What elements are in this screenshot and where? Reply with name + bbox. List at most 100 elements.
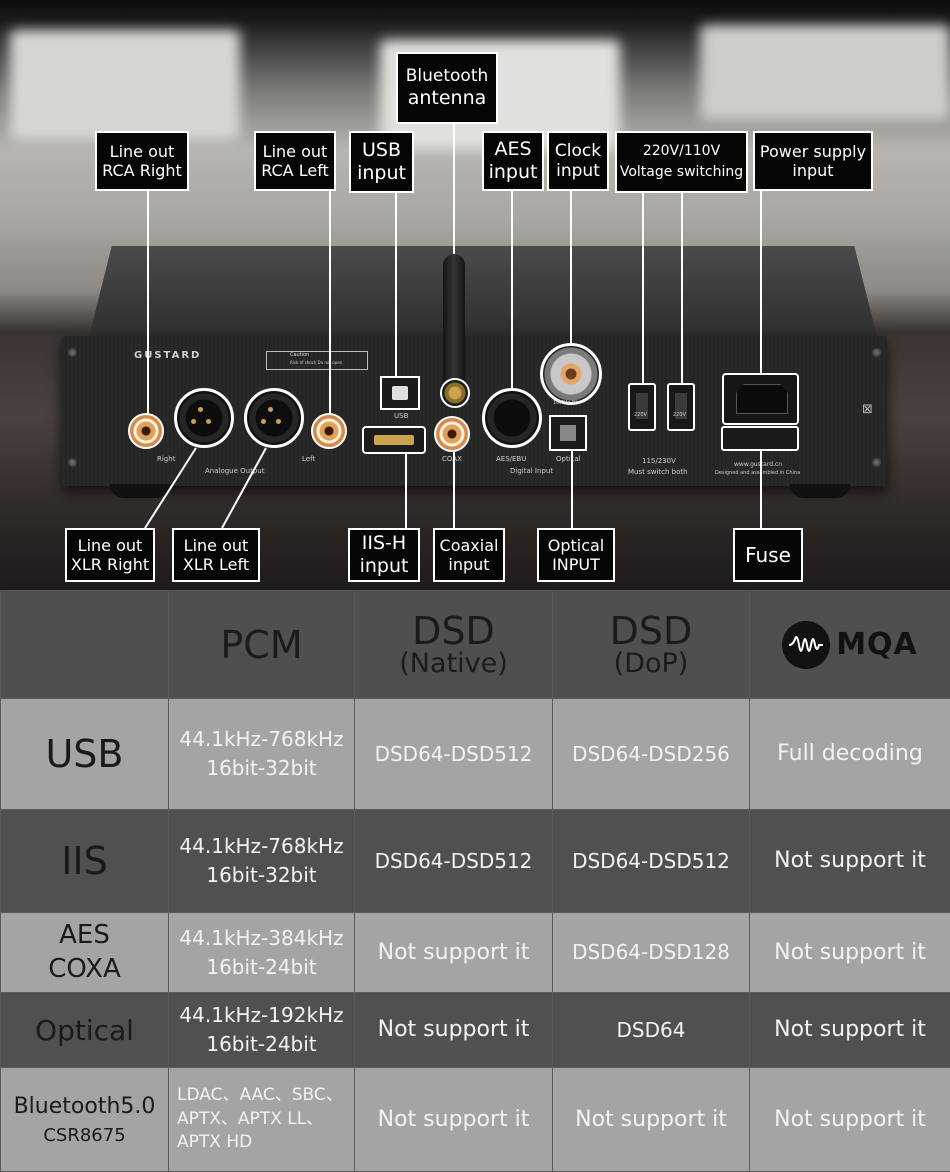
table-row: IIS 44.1kHz-768kHz 16bit-32bit DSD64-DSD… (1, 810, 950, 913)
callout-line: Line out (174, 536, 258, 555)
callout-line: Coaxial (435, 536, 503, 555)
row-label: USB (1, 699, 169, 810)
callout-line: Line out (256, 142, 334, 161)
product-photo: GUSTARD Caution Risk of shock Do not ope… (0, 0, 950, 590)
header-pcm: PCM (169, 591, 355, 699)
dsd-dop-cell: DSD64 (553, 993, 750, 1068)
callout-line: input (755, 161, 871, 180)
row-label-text: Optical (35, 1014, 134, 1047)
dsd-dop-cell: DSD64-DSD128 (553, 913, 750, 993)
callout-coaxial-input: Coaxial input (433, 528, 505, 582)
callout-line: input (350, 555, 418, 578)
callout-line: Optical (539, 536, 613, 555)
row-label: AES COXA (1, 913, 169, 993)
mqa-cell: Not support it (750, 810, 950, 913)
callout-line: USB (351, 139, 412, 162)
mqa-cell: Not support it (750, 993, 950, 1068)
row-label-text: COXA (1, 953, 168, 987)
mqa-logo-icon (782, 621, 830, 669)
dsd-native-cell: DSD64-DSD512 (355, 699, 553, 810)
callout-xlr-right: Line out XLR Right (65, 528, 155, 582)
header-text: PCM (220, 623, 302, 667)
codec-list: APTX、APTX LL、 (177, 1108, 354, 1132)
callout-rca-right: Line out RCA Right (95, 131, 189, 191)
pcm-rate: 44.1kHz-384kHz (169, 924, 354, 953)
table-row: USB 44.1kHz-768kHz 16bit-32bit DSD64-DSD… (1, 699, 950, 810)
callout-line: input (549, 161, 607, 181)
dsd-native-cell: DSD64-DSD512 (355, 810, 553, 913)
table-row: Bluetooth5.0 CSR8675 LDAC、AAC、SBC、 APTX、… (1, 1068, 950, 1172)
callout-bluetooth-antenna: Bluetooth antenna (396, 52, 498, 124)
callout-line: input (435, 555, 503, 574)
pcm-bits: 16bit-32bit (169, 754, 354, 783)
row-label-text: AES (1, 919, 168, 953)
callout-line: IIS-H (350, 532, 418, 555)
header-dsd-native: DSD (Native) (355, 591, 553, 699)
table-row: Optical 44.1kHz-192kHz 16bit-24bit Not s… (1, 993, 950, 1068)
pcm-cell: 44.1kHz-192kHz 16bit-24bit (169, 993, 355, 1068)
pcm-bits: 16bit-32bit (169, 861, 354, 890)
callout-fuse: Fuse (733, 528, 803, 582)
pcm-bits: 16bit-24bit (169, 1030, 354, 1059)
callout-line: Voltage switching (617, 164, 746, 181)
callout-rca-left: Line out RCA Left (254, 131, 336, 191)
row-label-text: Bluetooth5.0 (1, 1090, 168, 1123)
format-support-table: PCM DSD (Native) DSD (DoP) MQA USB 44.1k… (0, 590, 950, 1172)
header-subtext: (DoP) (553, 650, 749, 677)
callout-line: XLR Left (174, 555, 258, 574)
callout-line: AES (484, 138, 542, 161)
callout-line: antenna (398, 87, 496, 110)
pcm-cell: 44.1kHz-384kHz 16bit-24bit (169, 913, 355, 993)
row-label-text: CSR8675 (1, 1123, 168, 1148)
table-row: AES COXA 44.1kHz-384kHz 16bit-24bit Not … (1, 913, 950, 993)
callout-voltage-switching: 220V/110V Voltage switching (615, 131, 748, 193)
dsd-dop-cell: DSD64-DSD512 (553, 810, 750, 913)
callout-xlr-left: Line out XLR Left (172, 528, 260, 582)
pcm-cell: LDAC、AAC、SBC、 APTX、APTX LL、 APTX HD (169, 1068, 355, 1172)
callout-line: input (351, 162, 412, 185)
codec-list: LDAC、AAC、SBC、 (177, 1084, 354, 1108)
dsd-native-cell: Not support it (355, 993, 553, 1068)
mqa-logo-text: MQA (836, 627, 918, 662)
row-label-text: IIS (61, 839, 108, 883)
callout-power-input: Power supply input (753, 131, 873, 191)
callout-line: RCA Left (256, 161, 334, 180)
pcm-cell: 44.1kHz-768kHz 16bit-32bit (169, 810, 355, 913)
callout-line: Power supply (755, 142, 871, 161)
mqa-cell: Full decoding (750, 699, 950, 810)
header-empty-cell (1, 591, 169, 699)
row-label: IIS (1, 810, 169, 913)
callout-line: Line out (97, 142, 187, 161)
mqa-cell: Not support it (750, 913, 950, 993)
row-label: Optical (1, 993, 169, 1068)
pcm-rate: 44.1kHz-192kHz (169, 1001, 354, 1030)
header-text: DSD (553, 612, 749, 650)
pcm-rate: 44.1kHz-768kHz (169, 725, 354, 754)
dsd-native-cell: Not support it (355, 1068, 553, 1172)
row-label: Bluetooth5.0 CSR8675 (1, 1068, 169, 1172)
callout-optical-input: Optical INPUT (537, 528, 615, 582)
codec-list: APTX HD (177, 1131, 354, 1155)
callout-line: Clock (549, 141, 607, 161)
callout-line: Line out (67, 536, 153, 555)
leader-line (222, 448, 266, 528)
pcm-cell: 44.1kHz-768kHz 16bit-32bit (169, 699, 355, 810)
callout-line: input (484, 161, 542, 184)
callout-clock-input: Clock input (547, 131, 609, 191)
callout-line: RCA Right (97, 161, 187, 180)
header-mqa: MQA (750, 591, 950, 699)
table-header-row: PCM DSD (Native) DSD (DoP) MQA (1, 591, 950, 699)
callout-line: INPUT (539, 555, 613, 574)
mqa-cell: Not support it (750, 1068, 950, 1172)
callout-line: 220V/110V (617, 143, 746, 160)
dsd-dop-cell: DSD64-DSD256 (553, 699, 750, 810)
pcm-bits: 16bit-24bit (169, 953, 354, 982)
callout-iis-input: IIS-H input (348, 528, 420, 582)
callout-line: Bluetooth (398, 66, 496, 86)
callout-line: Fuse (735, 543, 801, 567)
row-label-text: USB (45, 732, 123, 776)
callout-aes-input: AES input (482, 131, 544, 191)
callout-usb-input: USB input (349, 131, 414, 193)
leader-line (145, 448, 196, 528)
header-text: DSD (355, 612, 552, 650)
